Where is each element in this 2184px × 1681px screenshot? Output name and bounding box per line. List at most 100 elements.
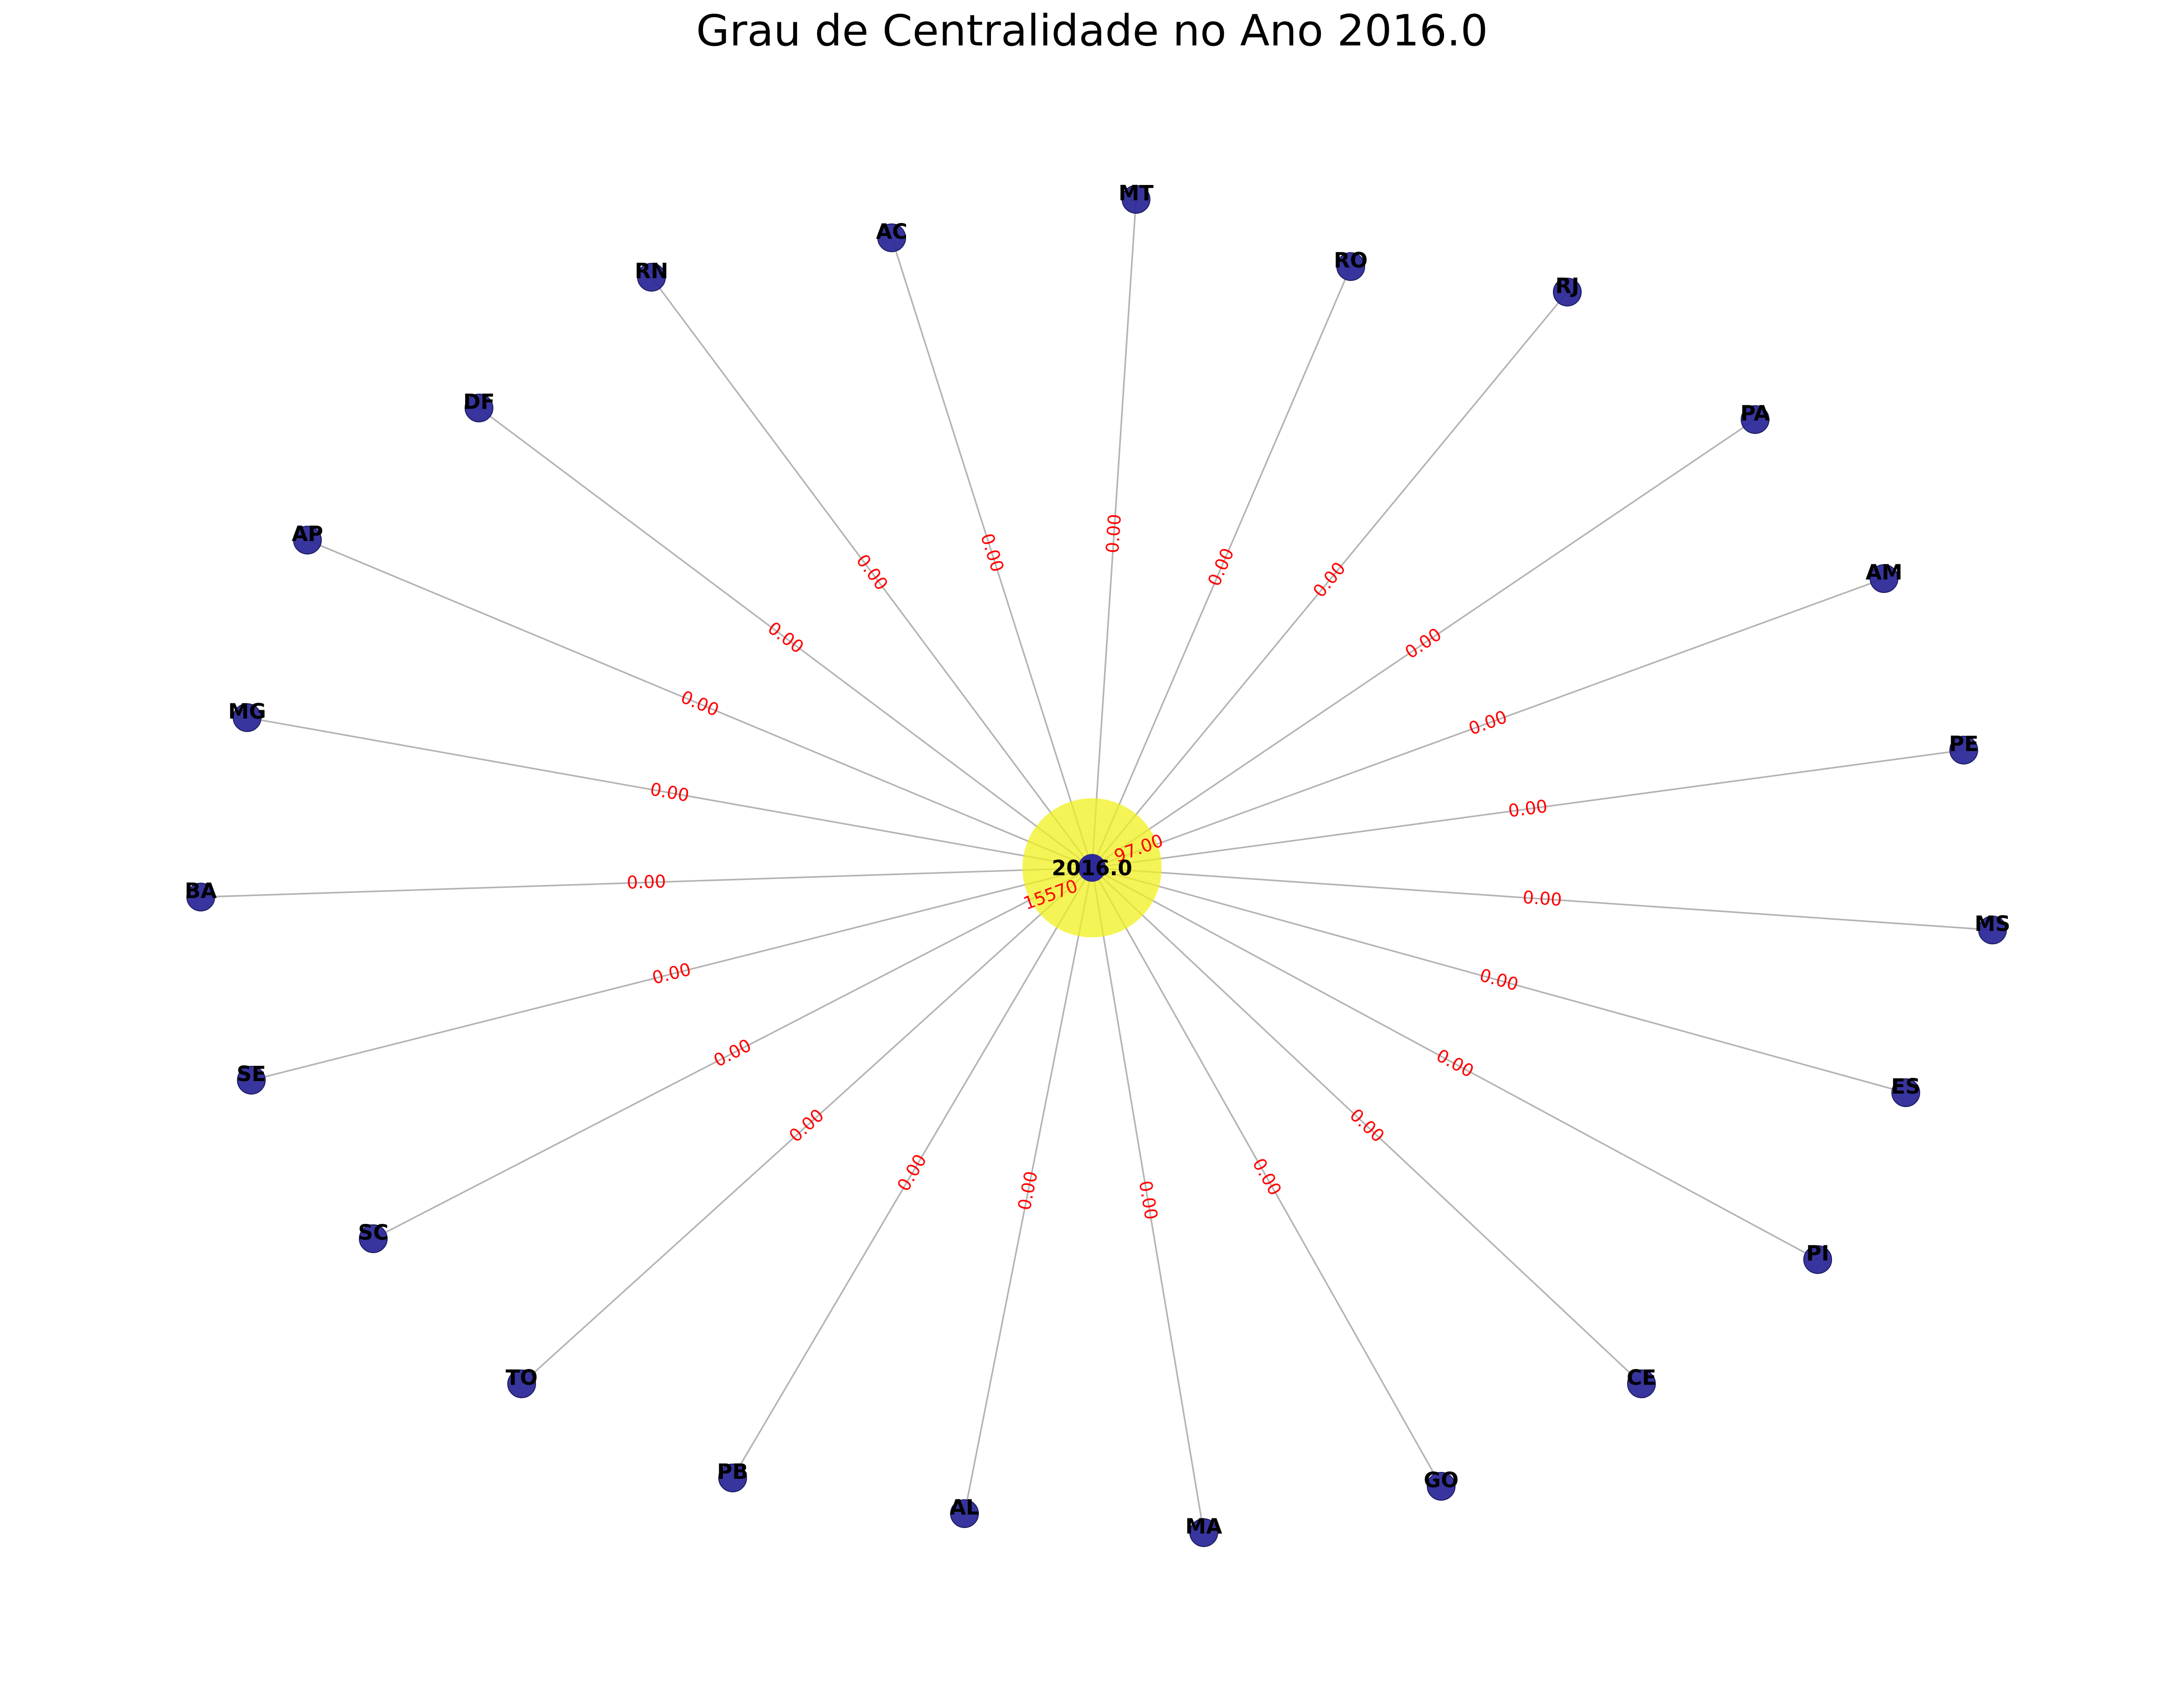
node-circle[interactable] [1803, 1245, 1832, 1274]
edge-am [1092, 578, 1884, 869]
node-label: TO [506, 1365, 538, 1390]
edge-go [1091, 867, 1442, 1487]
node-label: RJ [1555, 274, 1579, 298]
node-circle[interactable] [186, 883, 215, 911]
node-circle[interactable] [1870, 564, 1898, 593]
node-am[interactable]: AM [1865, 560, 1903, 593]
node-ce[interactable]: CE [1627, 1365, 1656, 1398]
node-circle[interactable] [877, 223, 906, 252]
edge-pb [732, 867, 1093, 1478]
nodes-layer: MT RO RJ PA AM PE MS ES PI CE GO MA AL PB TO SC SE BA MG AP… [185, 181, 2011, 1547]
node-circle[interactable] [237, 1066, 266, 1095]
edge-weight-label: 0.00 [1522, 887, 1562, 910]
edge-ma [1091, 867, 1205, 1533]
node-circle[interactable] [1741, 405, 1769, 434]
edge-weight-label: 0.00 [1433, 1045, 1477, 1082]
center-node[interactable] [1078, 854, 1106, 882]
node-label: AL [950, 1495, 979, 1520]
node-label: MA [1185, 1514, 1222, 1539]
edge-weight-label: 0.00 [977, 531, 1008, 574]
node-pi[interactable]: PI [1803, 1241, 1832, 1274]
node-ac[interactable]: AC [876, 219, 907, 252]
edge-se [251, 867, 1092, 1081]
node-ms[interactable]: MS [1974, 911, 2011, 944]
node-df[interactable]: DF [463, 389, 495, 422]
node-label: AP [292, 522, 323, 546]
node-label: MG [228, 699, 266, 724]
node-es[interactable]: ES [1891, 1074, 1921, 1107]
edge-to [521, 867, 1093, 1385]
node-mt[interactable]: MT [1118, 181, 1154, 214]
node-ma[interactable]: MA [1185, 1514, 1222, 1547]
node-circle[interactable] [465, 394, 493, 422]
edge-weight-label: 0.00 [1466, 707, 1510, 739]
node-al[interactable]: AL [950, 1495, 979, 1528]
node-go[interactable]: GO [1424, 1468, 1459, 1501]
center-node-label: 2016.0 [1052, 856, 1132, 880]
edge-weight-label: 0.00 [1248, 1155, 1285, 1199]
edge-pi [1092, 867, 1818, 1261]
edge-rn [651, 276, 1093, 869]
node-label: MS [1974, 911, 2010, 936]
node-pb[interactable]: PB [717, 1459, 748, 1492]
node-ro[interactable]: RO [1334, 248, 1368, 281]
node-label: PI [1806, 1241, 1829, 1266]
edge-pa [1092, 419, 1756, 869]
edge-weight-label: 0.00 [678, 687, 722, 720]
edge-ba [200, 867, 1092, 898]
node-circle[interactable] [1189, 1518, 1218, 1547]
edge-weight-label: 0.00 [1507, 796, 1549, 821]
edge-ro [1091, 266, 1352, 868]
node-ba[interactable]: BA [185, 879, 217, 911]
node-rj[interactable]: RJ [1553, 274, 1582, 306]
edge-weight-label: 0.00 [1102, 513, 1125, 554]
edge-es [1092, 867, 1906, 1094]
edge-df [478, 407, 1093, 869]
node-pe[interactable]: PE [1949, 732, 1979, 764]
node-se[interactable]: SE [236, 1062, 266, 1095]
node-to[interactable]: TO [506, 1365, 538, 1398]
node-circle[interactable] [1949, 736, 1978, 764]
edge-ms [1092, 867, 1993, 931]
chart-title: Grau de Centralidade no Ano 2016.0 [696, 6, 1488, 56]
node-label: AC [876, 219, 907, 244]
edge-sc [373, 867, 1092, 1240]
edge-ap [307, 539, 1092, 869]
edge-weight-label: 0.00 [852, 550, 892, 594]
edge-ac [891, 237, 1093, 868]
node-label: PE [1949, 732, 1979, 756]
node-circle[interactable] [293, 526, 322, 554]
node-ap[interactable]: AP [292, 522, 323, 554]
node-circle[interactable] [1336, 252, 1365, 281]
node-circle[interactable] [1891, 1078, 1920, 1107]
node-label: CE [1627, 1365, 1656, 1390]
edge-weight-label: 0.00 [1204, 545, 1238, 589]
node-sc[interactable]: SC [358, 1220, 389, 1253]
edge-al [964, 867, 1093, 1514]
node-circle[interactable] [359, 1224, 388, 1253]
node-mg[interactable]: MG [228, 699, 266, 732]
node-circle[interactable] [233, 703, 262, 732]
edge-weight-label: 0.00 [1014, 1170, 1042, 1212]
node-circle[interactable] [637, 263, 666, 292]
edge-pe [1092, 749, 1964, 869]
node-label: RO [1334, 248, 1368, 273]
node-circle[interactable] [1627, 1369, 1656, 1398]
node-label: PA [1740, 401, 1770, 426]
node-circle[interactable] [1122, 185, 1150, 214]
node-circle[interactable] [1427, 1472, 1456, 1501]
edge-weight-label: 0.00 [626, 871, 666, 893]
edge-weight-label: 0.00 [1477, 965, 1520, 995]
node-pa[interactable]: PA [1740, 401, 1770, 434]
node-label: RN [635, 259, 668, 283]
node-label: AM [1865, 560, 1903, 585]
node-circle[interactable] [718, 1464, 747, 1492]
node-circle[interactable] [1553, 278, 1582, 306]
node-label: SE [236, 1062, 266, 1086]
node-circle[interactable] [950, 1499, 979, 1528]
node-label: DF [463, 389, 495, 414]
node-circle[interactable] [1978, 916, 2007, 944]
node-label: ES [1891, 1074, 1920, 1099]
node-circle[interactable] [507, 1369, 536, 1398]
node-rn[interactable]: RN [635, 259, 668, 292]
